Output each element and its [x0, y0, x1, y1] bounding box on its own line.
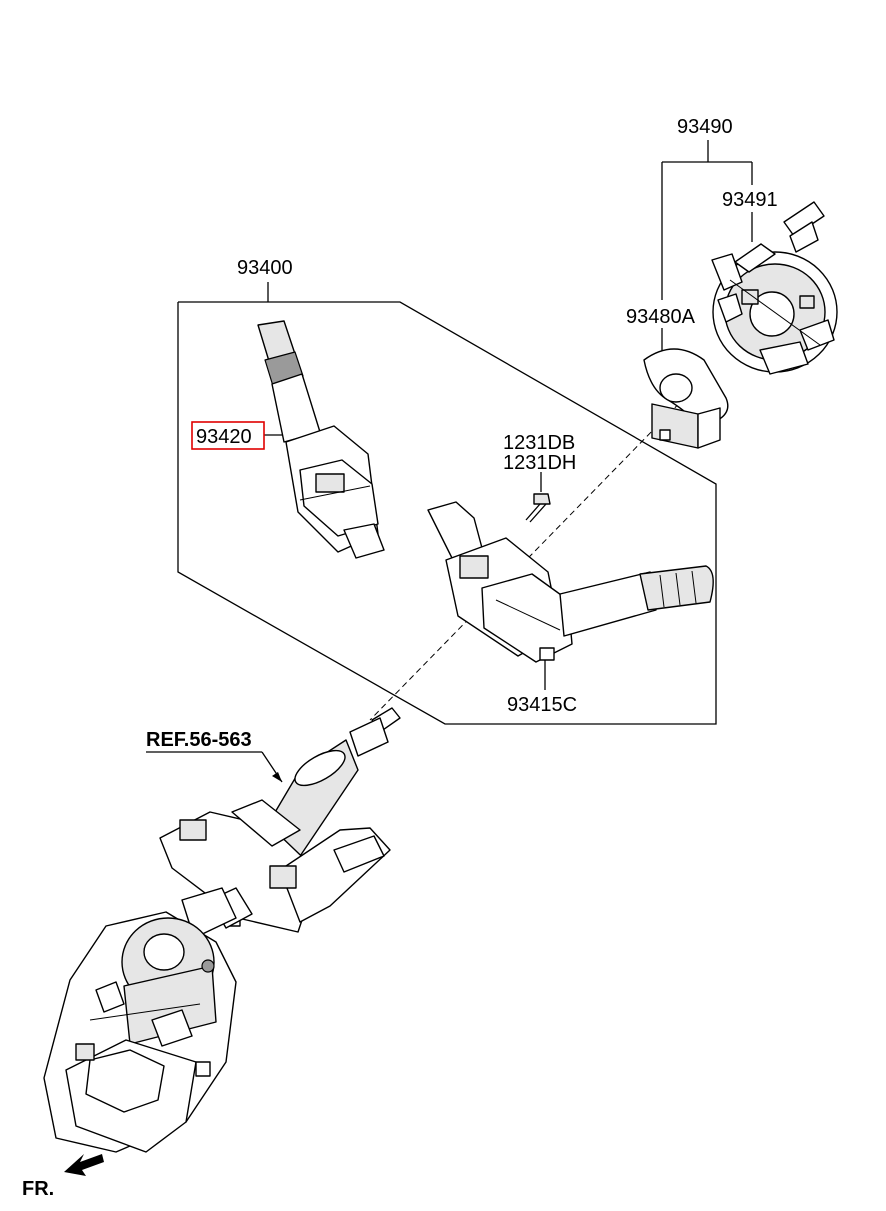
power-steering-motor	[43, 911, 237, 1153]
label-1231DB[interactable]: 1231DB	[503, 432, 575, 454]
steering-angle-sensor-93480A	[643, 348, 729, 449]
label-93420[interactable]: 93420	[196, 426, 252, 448]
front-direction-arrow	[64, 1154, 104, 1176]
leader-lines	[146, 140, 753, 783]
label-ref-56-563[interactable]: REF.56-563	[146, 729, 252, 751]
label-fr: FR.	[22, 1178, 54, 1200]
label-93415C[interactable]: 93415C	[507, 694, 577, 716]
label-93491[interactable]: 93491	[722, 189, 778, 211]
label-93480A[interactable]: 93480A	[626, 306, 696, 328]
multifunction-switch-93415C	[427, 501, 714, 663]
bolt-1231DB	[525, 493, 551, 523]
steering-column	[159, 707, 401, 939]
label-93400[interactable]: 93400	[237, 257, 293, 279]
label-1231DH[interactable]: 1231DH	[503, 452, 576, 474]
clock-spring-93491	[711, 201, 838, 375]
turn-signal-switch-93420	[257, 320, 385, 559]
label-93490[interactable]: 93490	[677, 116, 733, 138]
highlight-box-93420	[191, 421, 265, 450]
